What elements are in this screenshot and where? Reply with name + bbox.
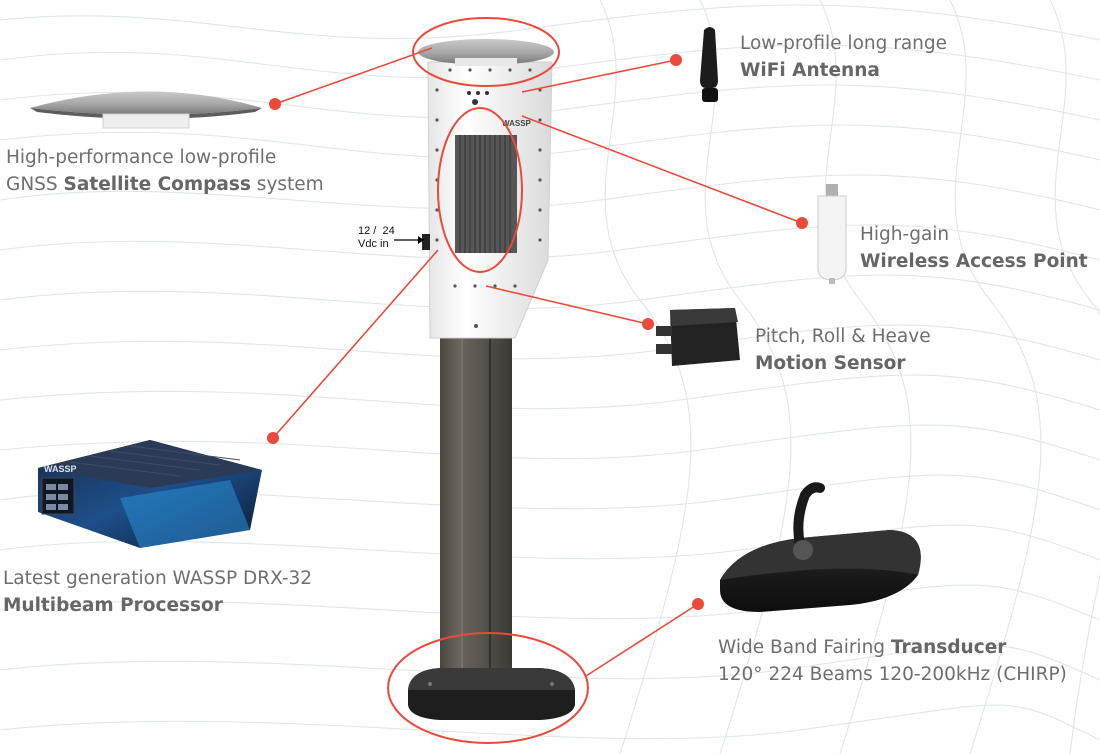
main-housing	[422, 61, 553, 339]
proc-line2: Multibeam Processor	[3, 595, 223, 616]
wifi-line2: WiFi Antenna	[740, 60, 880, 81]
power-line1: 12 / 24	[358, 225, 395, 237]
dome-on-housing	[418, 39, 554, 66]
dome-highlight-ellipse	[412, 17, 560, 87]
access-point-image	[817, 184, 847, 284]
gnss-compass-label: High-performance low-profile GNSS Satell…	[6, 144, 324, 198]
processor-image	[38, 440, 262, 548]
trans-line2: 120° 224 Beams 120-200kHz (CHIRP)	[718, 664, 1067, 685]
base-highlight-ellipse	[387, 632, 589, 744]
wifi-line1: Low-profile long range	[740, 33, 948, 54]
pole-base	[408, 668, 575, 720]
wifi-antenna-image	[700, 27, 718, 102]
gnss-line2: GNSS Satellite Compass system	[6, 174, 324, 195]
power-line2: Vdc in	[358, 238, 389, 250]
motion-line2: Motion Sensor	[755, 353, 906, 374]
processor-highlight-ellipse	[437, 107, 523, 273]
wifi-antenna-label: Low-profile long range WiFi Antenna	[740, 30, 947, 84]
processor-logo: WASSP	[44, 464, 77, 474]
mounting-pole	[440, 330, 512, 690]
power-input-label: 12 / 24 Vdc in	[358, 225, 395, 251]
power-arrow	[394, 236, 424, 244]
callout-lines	[272, 47, 803, 677]
motion-sensor-label: Pitch, Roll & Heave Motion Sensor	[755, 323, 931, 377]
callout-dots	[267, 54, 808, 610]
housing-logo: WASSP	[502, 119, 532, 128]
transducer-label: Wide Band Fairing Transducer 120° 224 Be…	[718, 634, 1067, 688]
gnss-compass-image	[30, 91, 262, 129]
trans-line1: Wide Band Fairing Transducer	[718, 637, 1007, 658]
gnss-line1: High-performance low-profile	[6, 147, 277, 168]
access-point-label: High-gain Wireless Access Point	[860, 221, 1088, 275]
callout-ellipses	[387, 17, 589, 744]
motion-sensor-image	[656, 308, 740, 366]
ap-line2: Wireless Access Point	[860, 251, 1088, 272]
motion-line1: Pitch, Roll & Heave	[755, 326, 931, 347]
proc-line1: Latest generation WASSP DRX-32	[3, 568, 313, 589]
ap-line1: High-gain	[860, 224, 950, 245]
processor-label: Latest generation WASSP DRX-32 Multibeam…	[3, 565, 312, 619]
transducer-image	[720, 482, 921, 612]
